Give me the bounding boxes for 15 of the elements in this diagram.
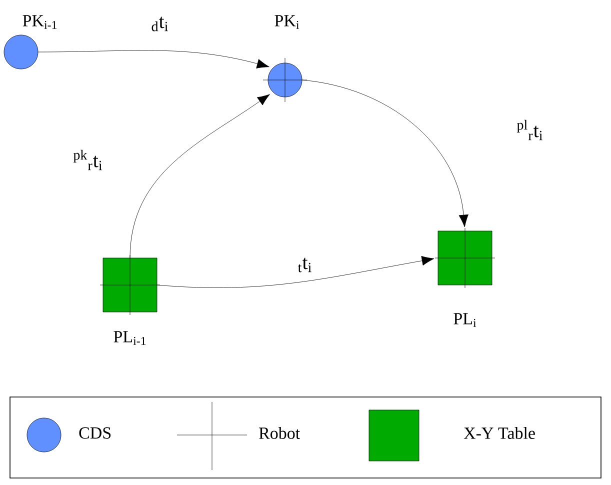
node-label: PK$_{i-1}$ (22, 15, 57, 29)
edge-label: $_{d}$t$_{i}$ (150, 16, 170, 32)
arrow (38, 50, 270, 68)
legend-label: X-Y Table (464, 427, 535, 439)
arrow (157, 256, 434, 288)
node-label: PL$_{i}$ (454, 313, 476, 327)
arrow (302, 80, 468, 228)
edge-label: $_{t}$t$_{i}$ (296, 256, 314, 274)
node-label: PK$_{i}$ (274, 15, 300, 29)
legend-label: CDS (79, 427, 111, 439)
edge-label: pl$_{r}$t$_{i}$ (516, 118, 544, 142)
legend-label: Robot (259, 427, 300, 439)
arrow (130, 94, 270, 258)
edge-label: pk$_{r}$t$_{i}$ (72, 148, 104, 172)
node-label: PL$_{i-1}$ (114, 331, 146, 345)
